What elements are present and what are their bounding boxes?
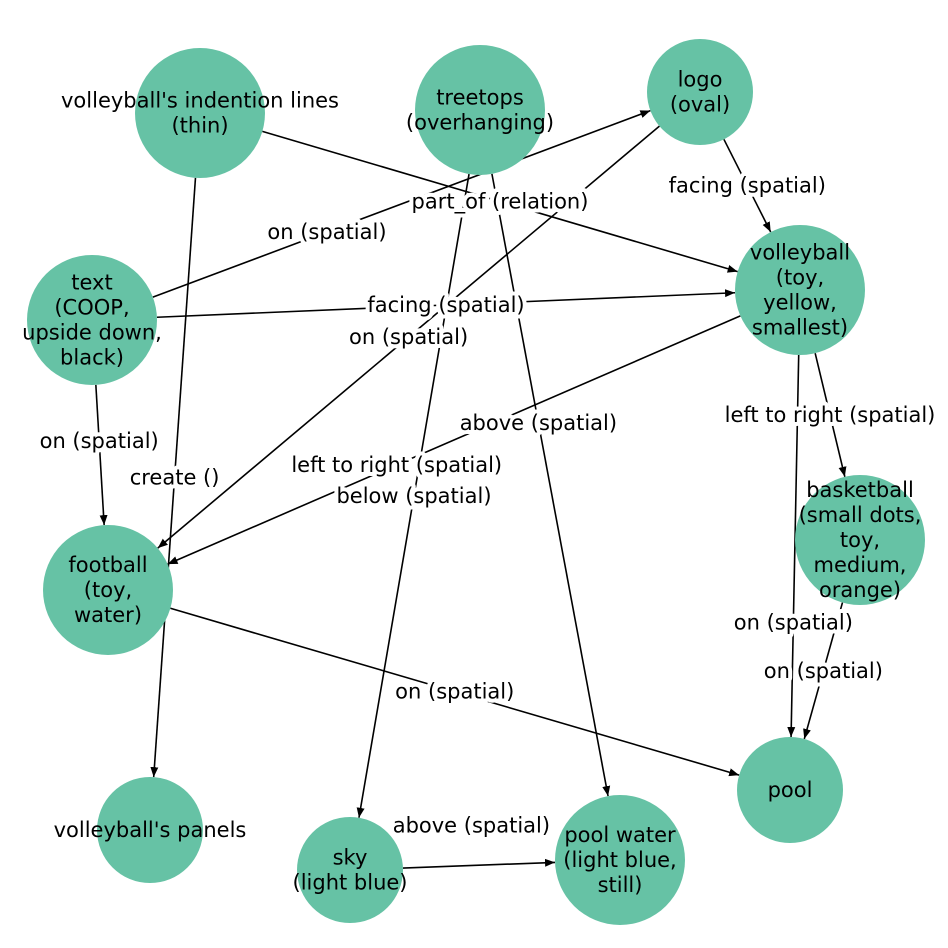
node-label-line: sky xyxy=(333,846,368,870)
node-text[interactable] xyxy=(27,255,157,385)
edge-indention-panels xyxy=(150,177,197,778)
node-label-football: football(toy,water) xyxy=(68,553,147,627)
node-label-line: still) xyxy=(598,873,643,897)
node-label-line: (small dots, xyxy=(799,503,922,527)
node-label-line: basketball xyxy=(806,478,914,502)
node-label-line: upside down, xyxy=(22,321,162,345)
node-label-line: water) xyxy=(74,603,142,627)
node-label-line: volleyball xyxy=(750,241,850,265)
node-volleyball[interactable] xyxy=(735,225,865,355)
node-basketball[interactable] xyxy=(795,475,925,605)
node-label-basketball: basketball(small dots,toy,medium,orange) xyxy=(799,478,922,602)
edge-treetops-poolwater xyxy=(491,173,611,797)
edges-layer xyxy=(95,109,847,869)
edge-label: facing (spatial) xyxy=(367,293,524,317)
edge-label: on (spatial) xyxy=(395,680,514,704)
edge-football-pool xyxy=(170,607,740,777)
node-label-line: (light blue) xyxy=(293,871,408,895)
edge-label: create () xyxy=(130,465,220,489)
edge-basketball-pool xyxy=(803,602,844,740)
node-label-line: football xyxy=(68,553,147,577)
edge-label: left to right (spatial) xyxy=(291,453,502,477)
node-label-line: (COOP, xyxy=(54,296,129,320)
node-label-line: volleyball's indention lines xyxy=(61,89,339,113)
node-pool[interactable] xyxy=(737,737,843,843)
node-label-line: treetops xyxy=(436,86,524,110)
node-sky[interactable] xyxy=(297,817,403,923)
edge-label: on (spatial) xyxy=(267,220,386,244)
edge-volleyball-basketball xyxy=(814,353,847,477)
node-label-text: text(COOP,upside down,black) xyxy=(22,271,162,370)
node-label-poolwater: pool water(light blue,still) xyxy=(563,823,676,897)
node-label-treetops: treetops(overhanging) xyxy=(406,86,554,135)
edge-label: left to right (spatial) xyxy=(725,403,936,427)
node-label-panels: volleyball's panels xyxy=(54,818,247,842)
node-logo[interactable] xyxy=(647,39,753,145)
node-label-line: (oval) xyxy=(670,93,730,117)
node-label-logo: logo(oval) xyxy=(670,68,730,117)
node-treetops[interactable] xyxy=(415,45,545,175)
node-poolwater[interactable] xyxy=(555,795,685,925)
node-label-line: logo xyxy=(678,68,723,92)
edge-volleyball-football xyxy=(167,315,741,565)
node-label-line: text xyxy=(71,271,112,295)
node-label-line: pool xyxy=(768,778,813,802)
node-indention[interactable] xyxy=(135,48,265,178)
edge-label: facing (spatial) xyxy=(669,174,826,198)
node-label-line: orange) xyxy=(819,578,901,602)
edge-text-logo xyxy=(152,109,651,298)
node-label-line: (overhanging) xyxy=(406,111,554,135)
edge-label: above (spatial) xyxy=(393,814,550,838)
edge-label: part_of (relation) xyxy=(412,190,589,215)
node-label-line: yellow, xyxy=(763,291,837,315)
edge-label: above (spatial) xyxy=(460,411,617,435)
node-label-line: pool water xyxy=(564,823,676,847)
node-football[interactable] xyxy=(43,525,173,655)
node-label-pool: pool xyxy=(768,778,813,802)
node-label-line: toy, xyxy=(840,528,880,552)
edge-label: on (spatial) xyxy=(764,659,883,683)
edge-volleyball-pool xyxy=(787,354,800,738)
edge-sky-poolwater xyxy=(402,858,556,869)
edge-text-football xyxy=(95,384,108,526)
edge-label: on (spatial) xyxy=(734,610,853,634)
edge-indention-volleyball xyxy=(262,130,738,273)
edge-logo-football xyxy=(157,125,660,549)
edge-label: on (spatial) xyxy=(349,325,468,349)
node-labels-layer: volleyball's indention lines(thin) treeto… xyxy=(22,68,921,898)
node-label-line: (toy, xyxy=(84,578,132,602)
node-panels[interactable] xyxy=(97,777,203,883)
edge-treetops-sky xyxy=(356,173,470,818)
node-label-volleyball: volleyball(toy,yellow,smallest) xyxy=(750,241,850,340)
node-label-line: volleyball's panels xyxy=(54,818,247,842)
node-label-line: medium, xyxy=(814,553,907,577)
node-label-line: (toy, xyxy=(776,266,824,290)
edge-logo-volleyball xyxy=(723,138,772,233)
nodes-layer xyxy=(27,39,925,925)
node-label-line: (light blue, xyxy=(563,848,676,872)
edge-label: below (spatial) xyxy=(336,484,491,508)
node-label-sky: sky(light blue) xyxy=(293,846,408,895)
node-label-line: black) xyxy=(60,346,124,370)
edge-labels-layer: part_of (relation) create () on (spatial) f… xyxy=(36,170,940,842)
node-label-line: smallest) xyxy=(752,316,848,340)
node-label-line: (thin) xyxy=(171,114,228,138)
edge-label: on (spatial) xyxy=(40,429,159,453)
node-label-indention: volleyball's indention lines(thin) xyxy=(61,89,339,138)
